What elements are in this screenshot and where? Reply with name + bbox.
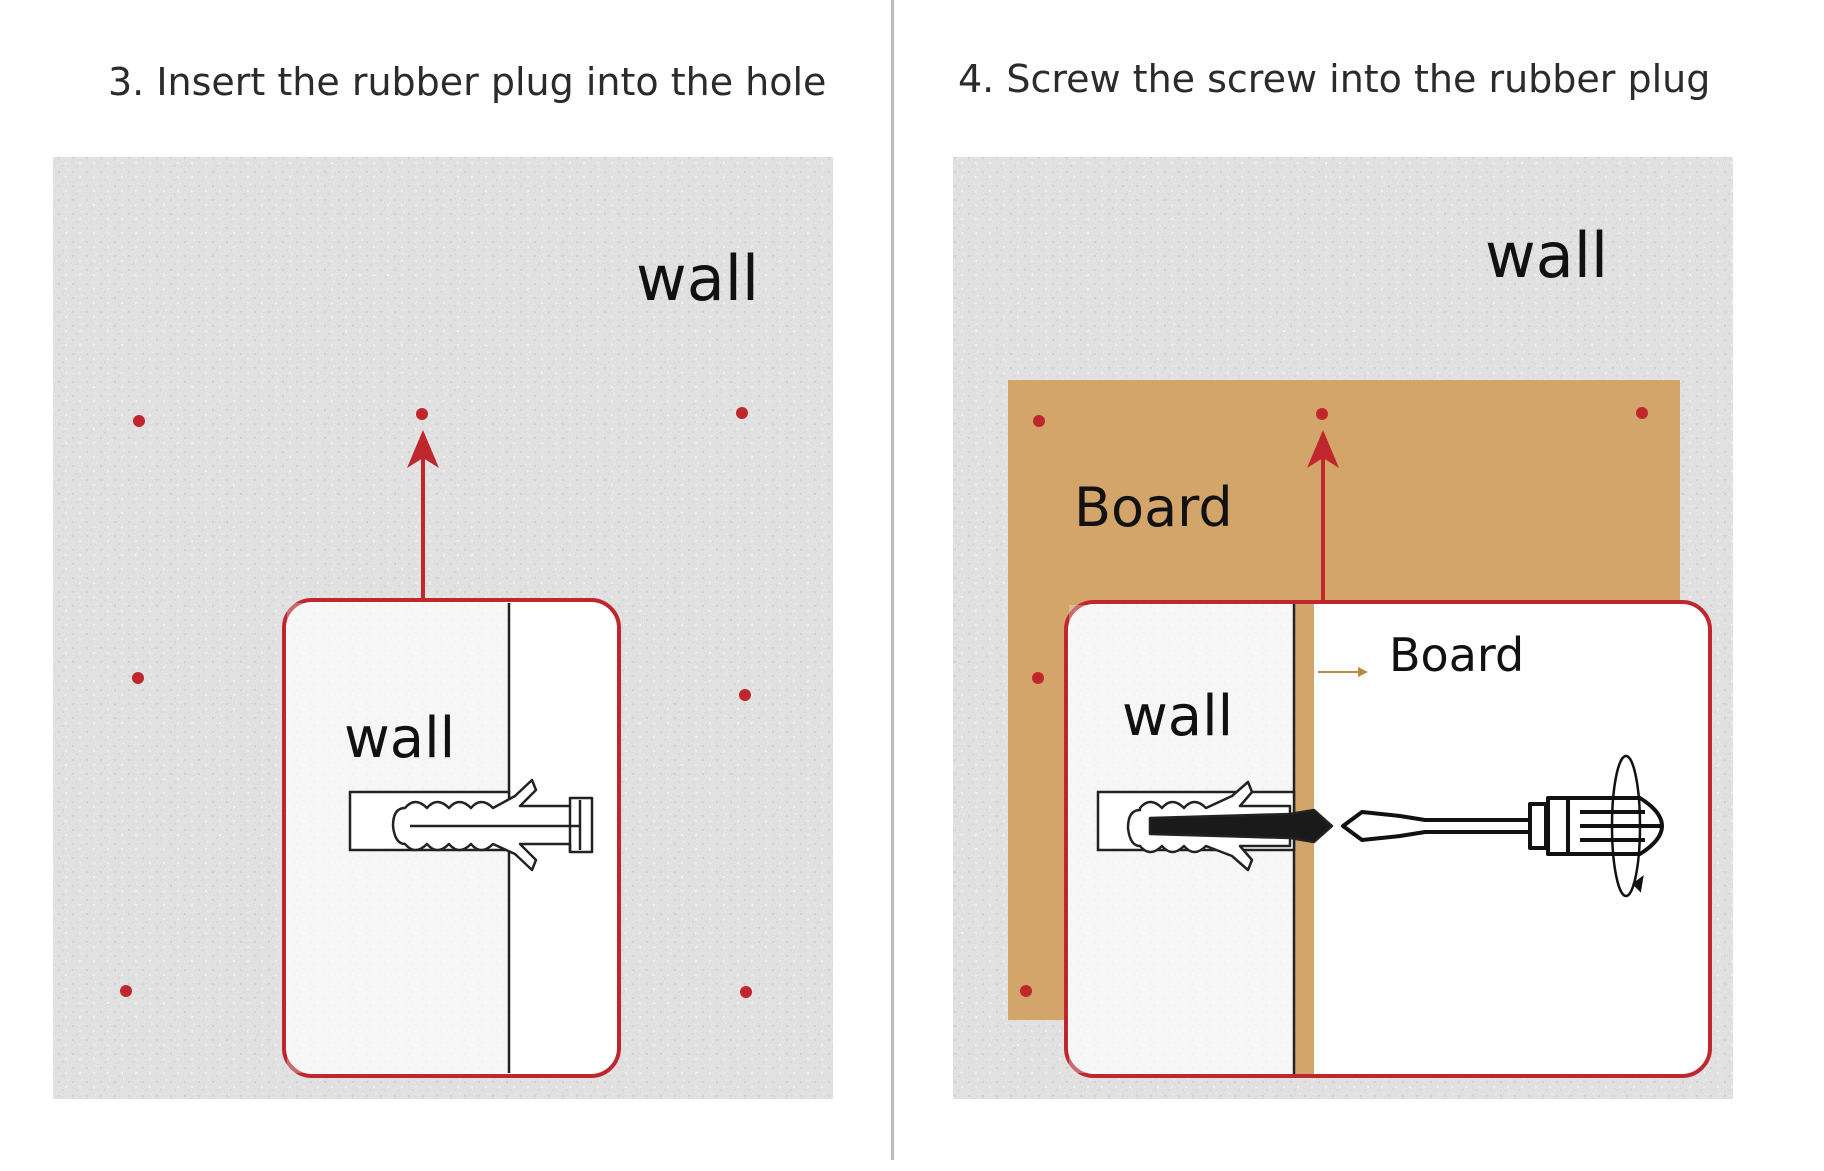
wall-label: wall bbox=[1485, 219, 1608, 292]
detail-board-label: Board bbox=[1389, 628, 1524, 682]
pointer-arrow-icon bbox=[1318, 667, 1368, 677]
drill-hole-marker bbox=[120, 985, 132, 997]
arrow-up-icon bbox=[407, 430, 439, 600]
detail-callout: wall bbox=[282, 598, 621, 1078]
step-4-panel: wall Board wall Board bbox=[953, 157, 1733, 1099]
drill-hole-marker bbox=[1020, 985, 1032, 997]
detail-wall-label: wall bbox=[344, 706, 455, 771]
drill-hole-marker bbox=[740, 986, 752, 998]
detail-callout: wall Board bbox=[1064, 600, 1712, 1078]
screw-icon bbox=[1148, 808, 1334, 844]
panel-divider bbox=[891, 0, 894, 1160]
board-label: Board bbox=[1074, 476, 1233, 539]
drill-hole-marker bbox=[1316, 408, 1328, 420]
wall-plug-icon bbox=[1126, 780, 1334, 872]
drill-hole-marker bbox=[133, 415, 145, 427]
drill-hole-marker bbox=[739, 689, 751, 701]
drill-hole-markers bbox=[120, 407, 752, 998]
step-3-panel: wall wall bbox=[53, 157, 833, 1099]
detail-wall-label: wall bbox=[1122, 684, 1233, 749]
step-3-title: 3. Insert the rubber plug into the hole bbox=[108, 60, 827, 104]
arrow-up-icon bbox=[1307, 430, 1339, 602]
step-4-title: 4. Screw the screw into the rubber plug bbox=[958, 57, 1711, 101]
drill-hole-marker bbox=[1636, 407, 1648, 419]
drill-hole-marker bbox=[416, 408, 428, 420]
drill-hole-marker bbox=[132, 672, 144, 684]
drill-hole-marker bbox=[1033, 415, 1045, 427]
drill-hole-marker bbox=[736, 407, 748, 419]
wall-plug-icon bbox=[391, 778, 594, 872]
drill-hole-markers bbox=[1020, 407, 1648, 997]
wall-label: wall bbox=[636, 242, 759, 315]
drill-hole-marker bbox=[1032, 672, 1044, 684]
rotate-icon bbox=[1610, 754, 1644, 898]
